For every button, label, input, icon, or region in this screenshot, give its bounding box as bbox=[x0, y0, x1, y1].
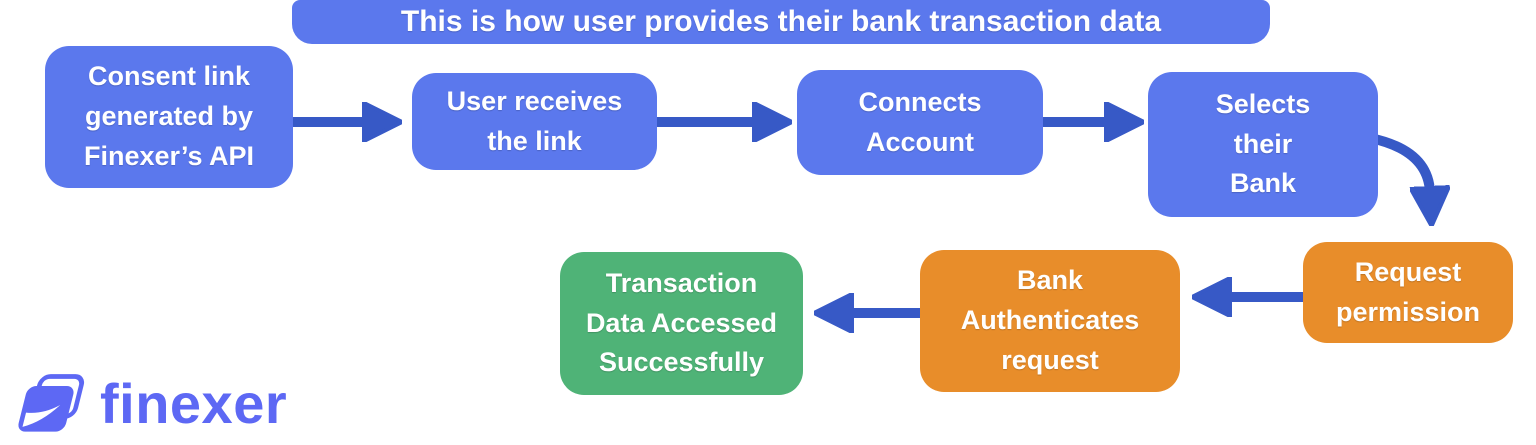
node-request-permission: Request permission bbox=[1303, 242, 1513, 343]
node-line: their bbox=[1233, 128, 1293, 159]
node-line: Successfully bbox=[598, 347, 765, 378]
node-line: Selects bbox=[1215, 88, 1311, 119]
node-line: Data Accessed bbox=[585, 307, 778, 338]
node-bank-authenticates: Bank Authenticates request bbox=[920, 250, 1180, 392]
title-text: This is how user provides their bank tra… bbox=[400, 5, 1162, 38]
node-line: generated by bbox=[84, 101, 254, 132]
finexer-logo: finexer bbox=[12, 372, 287, 443]
node-connects-account: Connects Account bbox=[797, 70, 1043, 175]
node-line: Connects bbox=[858, 86, 982, 117]
node-line: Bank bbox=[1016, 265, 1084, 296]
node-line: the link bbox=[487, 125, 582, 156]
node-consent-link: Consent link generated by Finexer’s API bbox=[45, 46, 293, 188]
node-line: Consent link bbox=[87, 61, 250, 92]
node-line: Request bbox=[1354, 256, 1462, 287]
node-line: Account bbox=[866, 126, 974, 157]
arrow-select-to-request bbox=[1365, 133, 1430, 192]
node-data-accessed: Transaction Data Accessed Successfully bbox=[560, 252, 803, 395]
finexer-wordmark: finexer bbox=[100, 371, 288, 435]
node-line: Bank bbox=[1229, 168, 1297, 199]
title-banner: This is how user provides their bank tra… bbox=[292, 0, 1270, 44]
node-line: Finexer’s API bbox=[83, 140, 255, 171]
node-user-receives-link: User receives the link bbox=[412, 73, 657, 170]
node-line: permission bbox=[1335, 296, 1481, 327]
node-line: request bbox=[1001, 344, 1099, 375]
finexer-folder-icon bbox=[12, 372, 88, 443]
node-line: Authenticates bbox=[960, 305, 1140, 336]
node-line: User receives bbox=[446, 85, 623, 116]
node-line: Transaction bbox=[605, 267, 758, 298]
node-selects-bank: Selects their Bank bbox=[1148, 72, 1378, 217]
